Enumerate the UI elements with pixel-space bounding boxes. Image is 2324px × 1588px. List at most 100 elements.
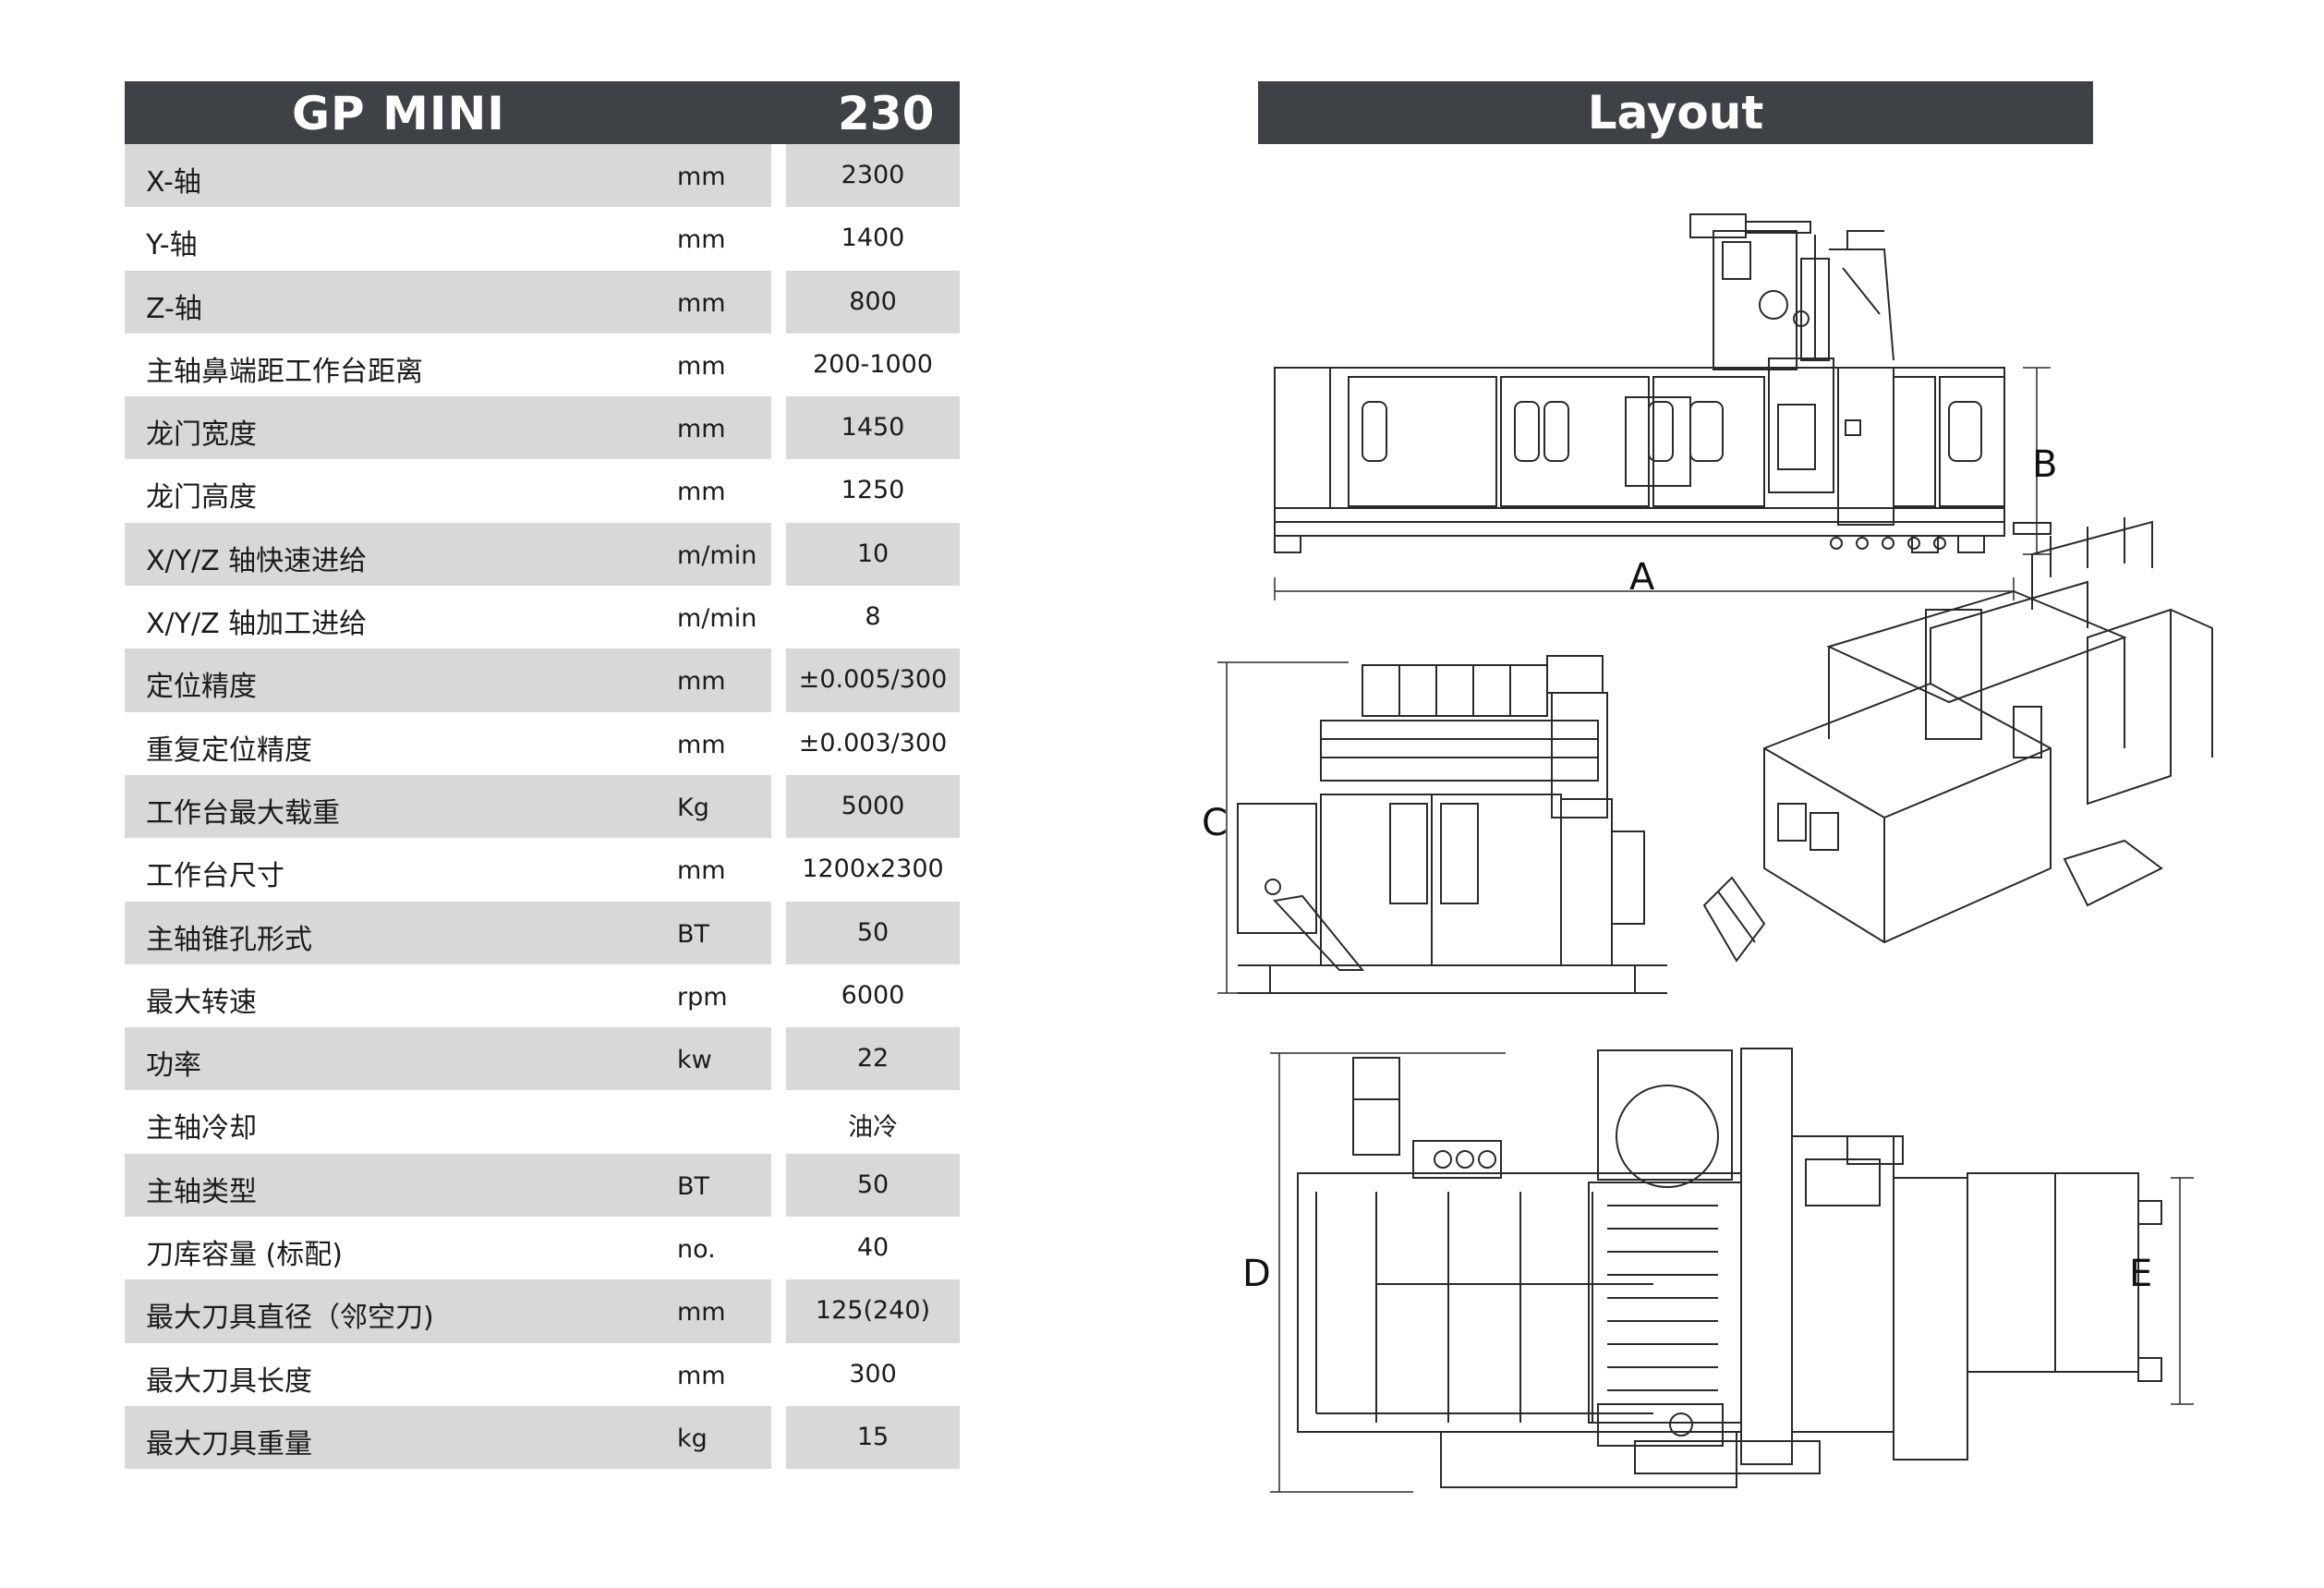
spec-row: 主轴冷却油冷 [125,1090,960,1153]
spec-value: ±0.003/300 [798,728,948,758]
dimension-label-b: B [2032,443,2057,486]
label-cell-bg [125,1153,771,1218]
spec-row: 最大刀具直径（邻空刀) mm 125(240) [125,1279,960,1343]
dimension-label-e: E [2129,1253,2152,1295]
spec-label: 最大刀具重量 [146,1427,312,1461]
top-view-drawing [1270,1048,2194,1493]
label-cell-bg [125,1027,771,1091]
spec-label: 龙门宽度 [146,418,257,452]
spec-row: 工作台最大载重 Kg 5000 [125,774,960,839]
spec-row: X/Y/Z 轴快速进给 m/min 10 [125,522,960,587]
value-cell-bg [786,1027,960,1091]
spec-value: 2300 [841,161,905,189]
spec-value: 50 [856,1170,890,1199]
spec-value: 1250 [841,476,905,505]
spec-label: 功率 [146,1049,201,1083]
spec-label: X/Y/Z 轴加工进给 [146,608,368,641]
spec-value: 50 [856,917,890,947]
spec-label: X-轴 [146,166,201,199]
spec-row: X-轴 mm 2300 [125,144,960,208]
label-cell-bg [125,1279,771,1343]
spec-label: 刀库容量 (标配) [146,1239,343,1272]
spec-value: 200-1000 [813,349,933,379]
spec-unit: mm [677,667,726,697]
spec-label: 最大刀具直径（邻空刀) [146,1302,434,1335]
iso-view-drawing [1702,517,2213,963]
spec-unit: rpm [677,982,728,1012]
spec-value: 5000 [841,791,905,820]
spec-label: X/Y/Z 轴快速进给 [146,544,368,577]
spec-value: 22 [856,1044,890,1073]
spec-label: Z-轴 [146,292,202,325]
spec-header: GP MINI 230 [125,81,960,144]
spec-unit: BT [677,1171,710,1201]
value-cell-bg [786,774,960,839]
spec-label: 主轴锥孔形式 [146,923,312,956]
spec-label: 最大转速 [146,986,257,1019]
spec-row: 最大刀具重量 kg 15 [125,1405,960,1470]
spec-value: 800 [849,286,897,316]
spec-unit: mm [677,163,726,191]
label-cell-bg [125,270,771,333]
spec-value: 10 [856,539,890,568]
label-cell-bg [125,901,771,964]
spec-unit: mm [677,730,726,759]
spec-label: 重复定位精度 [146,733,312,767]
value-cell-bg [786,1405,960,1470]
model-number: 230 [838,87,935,140]
dimension-label-d: D [1242,1253,1271,1295]
spec-value: 6000 [841,980,905,1010]
value-cell-bg [786,144,960,208]
spec-row: Y-轴 mm 1400 [125,207,960,270]
spec-unit: kg [677,1424,708,1453]
spec-row: 主轴类型 BT 50 [125,1153,960,1218]
value-cell-bg [786,1153,960,1218]
spec-unit: mm [677,478,726,507]
label-cell-bg [125,649,771,712]
spec-label: 工作台最大载重 [146,796,340,830]
spec-value: 1450 [841,413,905,442]
spec-value: 15 [856,1422,890,1451]
dimension-label-a: A [1629,556,1655,599]
spec-label: Y-轴 [146,229,198,262]
value-cell-bg [786,270,960,333]
spec-unit: Kg [677,793,709,822]
label-cell-bg [125,1405,771,1470]
spec-value: 8 [865,602,881,632]
spec-value: 1400 [841,224,905,253]
label-cell-bg [125,207,771,270]
spec-value: 125(240) [815,1296,931,1326]
spec-unit: mm [677,225,726,255]
spec-label: 主轴类型 [146,1175,257,1208]
spec-row: 重复定位精度 mm ±0.003/300 [125,712,960,775]
label-cell-bg [125,396,771,460]
spec-value: 油冷 [848,1113,898,1143]
spec-row: 主轴锥孔形式 BT 50 [125,901,960,964]
label-cell-bg [125,774,771,839]
spec-row: 龙门高度 mm 1250 [125,459,960,522]
spec-unit: no. [677,1235,716,1265]
spec-value: 1200x2300 [802,855,944,884]
layout-drawings: A B C D E [1202,213,2213,1493]
dimension-label-c: C [1202,802,1228,844]
spec-label: 最大刀具长度 [146,1364,312,1398]
layout-header: Layout [1258,81,2093,144]
spec-unit: BT [677,919,710,949]
spec-unit: m/min [677,540,757,570]
spec-label: 主轴鼻端距工作台距离 [146,355,423,388]
value-cell-bg [786,1279,960,1343]
spec-label: 工作台尺寸 [146,860,284,893]
spec-label: 龙门高度 [146,481,257,515]
side-view-drawing [1217,655,1667,994]
value-cell-bg [786,649,960,712]
spec-unit: mm [677,415,726,444]
spec-unit: mm [677,1298,726,1327]
spec-value: 40 [856,1233,890,1263]
spec-row: 最大转速 rpm 6000 [125,964,960,1027]
